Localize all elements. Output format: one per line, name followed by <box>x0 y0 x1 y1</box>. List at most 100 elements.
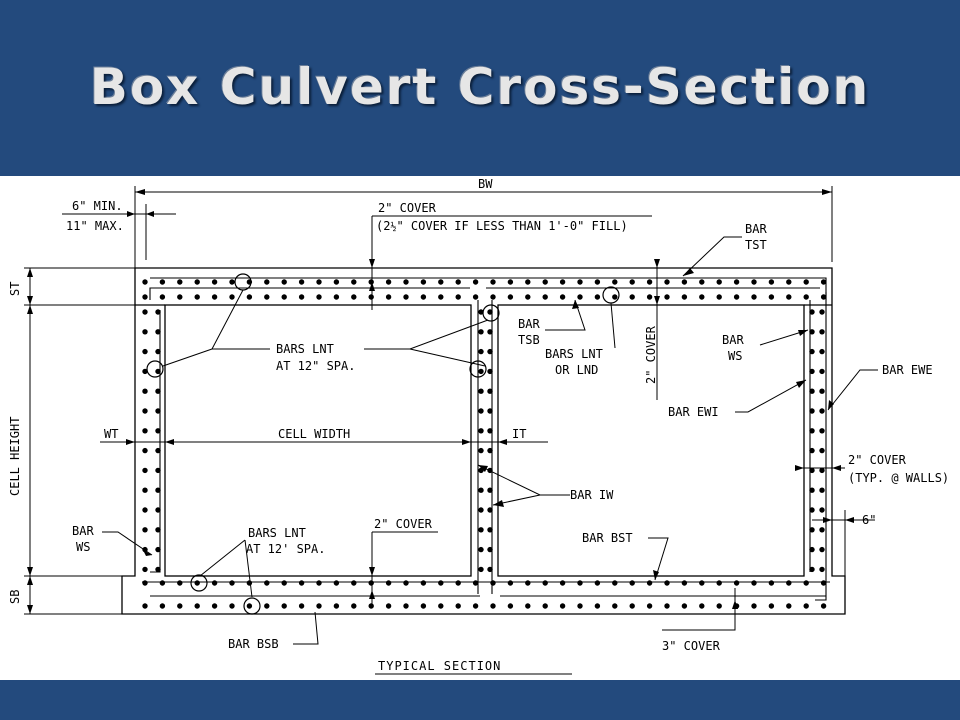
rebar-dot <box>159 603 166 609</box>
rebar-dot <box>142 447 148 454</box>
drawing-title: TYPICAL SECTION <box>378 659 501 673</box>
rebar-dot <box>229 279 235 285</box>
rebar-dot <box>594 580 601 586</box>
rebar-dot <box>229 580 235 586</box>
footer-bar <box>0 680 960 720</box>
rebar-dot <box>751 580 757 586</box>
culvert-drawing: BW 6" MIN. 11" MAX. 2" COVER (2½" COVER … <box>8 177 949 675</box>
rebar-dot <box>751 294 757 300</box>
rebar-dot <box>142 309 148 315</box>
rebar-dot <box>155 566 161 573</box>
rebar-dot <box>316 294 322 300</box>
rebar-dot <box>809 487 815 493</box>
rebar-dot <box>229 603 235 609</box>
rebar-dot <box>385 279 392 285</box>
rebar-dot <box>819 447 825 454</box>
label-bars-lnt-bot-2: AT 12' SPA. <box>246 542 325 556</box>
label-bars-lnt-lnd-2: OR LND <box>555 363 598 377</box>
rebar-dot <box>478 408 484 414</box>
rebar-dot <box>681 580 688 586</box>
rebar-dot <box>142 279 148 285</box>
label-bar-ws-left-2: WS <box>76 540 90 554</box>
rebar-dot <box>733 580 740 586</box>
rebar-dot <box>487 428 493 434</box>
label-3-cover: 3" COVER <box>662 639 721 653</box>
rebar-dot <box>298 279 305 285</box>
rebar-dot <box>542 580 548 586</box>
rebar-dot <box>478 329 484 335</box>
rebar-dot <box>229 294 235 300</box>
rebar-dot <box>438 603 444 609</box>
label-cell-height: CELL HEIGHT <box>8 417 22 496</box>
rebar-dot <box>490 603 496 609</box>
rebar-dot <box>155 368 161 375</box>
label-st: ST <box>8 282 22 296</box>
label-bar-ws-left-1: BAR <box>72 524 94 538</box>
label-sb: SB <box>8 590 22 604</box>
bar-lnt-circle-4 <box>469 360 487 378</box>
rebar-dot <box>820 603 827 609</box>
rebar-dot <box>478 546 484 553</box>
rebar-dot <box>594 279 601 285</box>
rebar-dot <box>525 603 531 609</box>
rebar-dot <box>155 487 161 493</box>
rebar-dot <box>333 603 340 609</box>
rebar-dot <box>155 507 161 513</box>
rebar-dot <box>298 580 305 586</box>
rebar-dot <box>803 580 809 586</box>
rebar-dot <box>646 580 653 586</box>
label-bar-ewi: BAR EWI <box>668 405 719 419</box>
rebar-dot <box>809 329 815 335</box>
rebar-dot <box>819 348 825 355</box>
bar-bsb-circle <box>243 597 261 615</box>
rebar-dot <box>211 580 218 586</box>
rebar-dot <box>559 279 566 285</box>
rebar-dot <box>155 348 161 355</box>
rebar-dot <box>246 580 253 586</box>
rebar-dot <box>155 527 161 533</box>
rebar-dot <box>664 294 670 300</box>
rebar-dot <box>809 368 815 375</box>
rebar-dot <box>819 428 825 434</box>
label-bar-iw: BAR IW <box>570 488 614 502</box>
rebar-dot <box>298 294 305 300</box>
rebar-dot <box>455 294 461 300</box>
rebar-dot <box>594 294 601 300</box>
rebar-dot <box>681 279 688 285</box>
cell-2-opening <box>497 304 805 577</box>
rebar-dot <box>612 279 618 285</box>
rebar-dot <box>142 527 148 533</box>
rebar-dot <box>699 580 705 586</box>
rebar-dot <box>264 294 270 300</box>
rebar-dot <box>612 603 618 609</box>
rebar-dot <box>716 580 722 586</box>
rebar-dot <box>142 507 148 513</box>
rebar-dot <box>385 294 392 300</box>
label-bars-lnt-lnd-1: BARS LNT <box>545 347 603 361</box>
rebar-dot <box>490 279 496 285</box>
rebar-dot <box>478 368 484 375</box>
rebar-dot <box>507 279 514 285</box>
rebar-dot <box>646 294 653 300</box>
bar-ewe-line <box>815 292 827 601</box>
bar-lnt-circle-5 <box>190 574 208 592</box>
rebar-dot <box>525 580 531 586</box>
rebar-dot <box>819 546 825 553</box>
rebar-dot <box>333 580 340 586</box>
rebar-dot <box>768 603 775 609</box>
rebar-dot <box>403 580 409 586</box>
rebar-dot <box>368 580 374 586</box>
rebar-dot <box>768 294 775 300</box>
rebar-dot <box>455 279 461 285</box>
rebar-dot <box>142 580 148 586</box>
rebar-dot <box>264 603 270 609</box>
rebar-dot <box>699 294 705 300</box>
rebar-dot <box>487 566 493 573</box>
label-bars-lnt-1: BARS LNT <box>276 342 334 356</box>
label-bar-tsb-2: TSB <box>518 333 540 347</box>
rebar-dot <box>478 309 484 315</box>
rebar-dot <box>403 279 409 285</box>
rebar-dot <box>768 580 775 586</box>
rebar-dot <box>211 294 218 300</box>
rebar-dot <box>155 467 161 474</box>
